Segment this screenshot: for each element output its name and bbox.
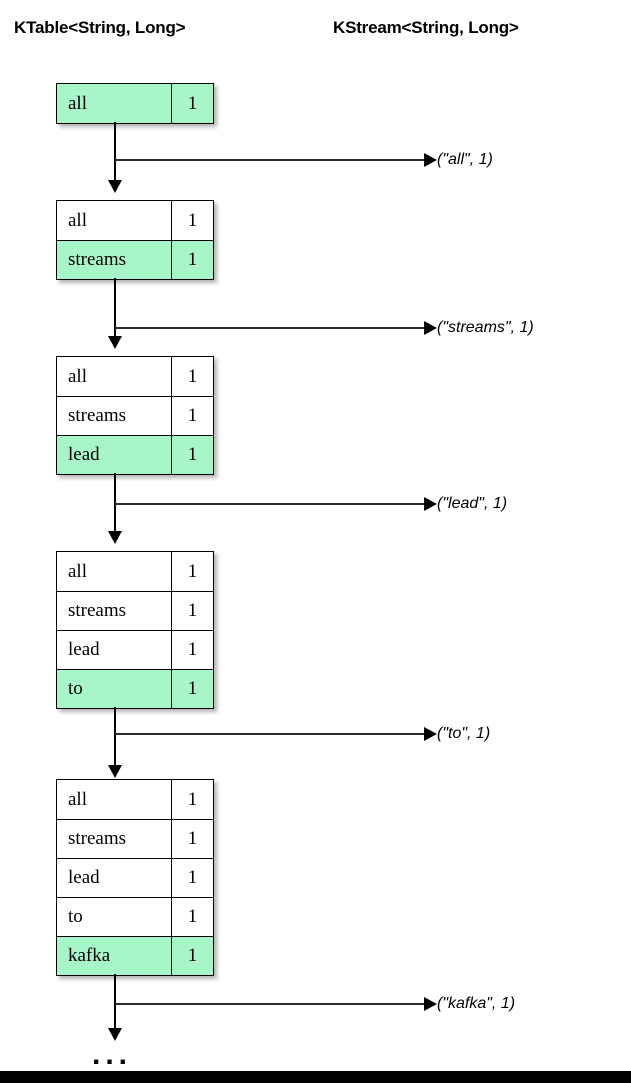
- flow-connector-4: [114, 707, 117, 775]
- flow-connector-2: [114, 278, 117, 346]
- table-row: all 1: [57, 552, 213, 591]
- row-key: streams: [68, 828, 127, 849]
- table-row: kafka 1: [57, 936, 213, 975]
- table-row: lead 1: [57, 630, 213, 669]
- emit-arrowhead-4: [424, 727, 437, 741]
- row-value: 1: [171, 780, 213, 819]
- table-row: all 1: [57, 201, 213, 240]
- flow-arrowhead-4: [108, 765, 122, 778]
- row-value: 1: [171, 357, 213, 396]
- table-row: lead 1: [57, 858, 213, 897]
- row-key: kafka: [68, 945, 111, 966]
- emit-arrowhead-5: [424, 997, 437, 1011]
- ktable-snapshot-2: all 1 streams 1: [56, 200, 214, 280]
- ktable-snapshot-1: all 1: [56, 83, 214, 124]
- row-key: streams: [68, 249, 127, 270]
- row-key: all: [68, 365, 87, 387]
- row-value: 1: [171, 436, 213, 474]
- row-key: lead: [68, 867, 100, 888]
- emitted-record-1: ("all", 1): [437, 151, 493, 168]
- flow-arrowhead-5: [108, 1028, 122, 1041]
- row-value: 1: [171, 397, 213, 435]
- row-value: 1: [171, 592, 213, 630]
- flow-arrowhead-2: [108, 336, 122, 349]
- table-row: to 1: [57, 669, 213, 708]
- row-key: all: [68, 788, 87, 810]
- emit-connector-2: [115, 327, 428, 329]
- row-value: 1: [171, 241, 213, 279]
- table-row: to 1: [57, 897, 213, 936]
- flow-connector-3: [114, 473, 117, 541]
- row-key: to: [68, 906, 83, 927]
- emit-arrowhead-2: [424, 321, 437, 335]
- row-value: 1: [171, 631, 213, 669]
- emit-connector-1: [115, 159, 428, 161]
- table-row: all 1: [57, 780, 213, 819]
- ktable-snapshot-4: all 1 streams 1 lead 1 to 1: [56, 551, 214, 709]
- table-row: streams 1: [57, 819, 213, 858]
- table-row: streams 1: [57, 396, 213, 435]
- emit-connector-4: [115, 733, 428, 735]
- row-value: 1: [171, 201, 213, 240]
- ktable-snapshot-3: all 1 streams 1 lead 1: [56, 356, 214, 475]
- bottom-bar: [0, 1071, 631, 1083]
- emitted-record-3: ("lead", 1): [437, 495, 508, 512]
- row-value: 1: [171, 84, 213, 123]
- flow-connector-1: [114, 122, 117, 190]
- table-row: streams 1: [57, 240, 213, 279]
- row-value: 1: [171, 670, 213, 708]
- table-row: lead 1: [57, 435, 213, 474]
- row-value: 1: [171, 859, 213, 897]
- table-row: all 1: [57, 84, 213, 123]
- emit-connector-5: [115, 1003, 428, 1005]
- row-value: 1: [171, 898, 213, 936]
- emit-connector-3: [115, 503, 428, 505]
- row-value: 1: [171, 937, 213, 975]
- row-key: lead: [68, 639, 100, 660]
- ktable-column-header: KTable<String, Long>: [14, 18, 186, 37]
- row-key: streams: [68, 405, 127, 426]
- row-key: all: [68, 92, 87, 114]
- continuation-ellipsis: ...: [92, 1038, 133, 1071]
- emit-arrowhead-3: [424, 497, 437, 511]
- emit-arrowhead-1: [424, 153, 437, 167]
- row-value: 1: [171, 820, 213, 858]
- row-key: all: [68, 560, 87, 582]
- emitted-record-4: ("to", 1): [437, 725, 491, 742]
- row-value: 1: [171, 552, 213, 591]
- flow-arrowhead-3: [108, 531, 122, 544]
- row-key: all: [68, 209, 87, 231]
- table-row: all 1: [57, 357, 213, 396]
- ktable-snapshot-5: all 1 streams 1 lead 1 to 1 kafka 1: [56, 779, 214, 976]
- kstream-column-header: KStream<String, Long>: [333, 18, 519, 37]
- table-row: streams 1: [57, 591, 213, 630]
- emitted-record-5: ("kafka", 1): [437, 995, 516, 1012]
- row-key: streams: [68, 600, 127, 621]
- flow-connector-5: [114, 974, 117, 1036]
- flow-arrowhead-1: [108, 180, 122, 193]
- emitted-record-2: ("streams", 1): [437, 319, 534, 336]
- row-key: to: [68, 678, 83, 699]
- row-key: lead: [68, 444, 100, 465]
